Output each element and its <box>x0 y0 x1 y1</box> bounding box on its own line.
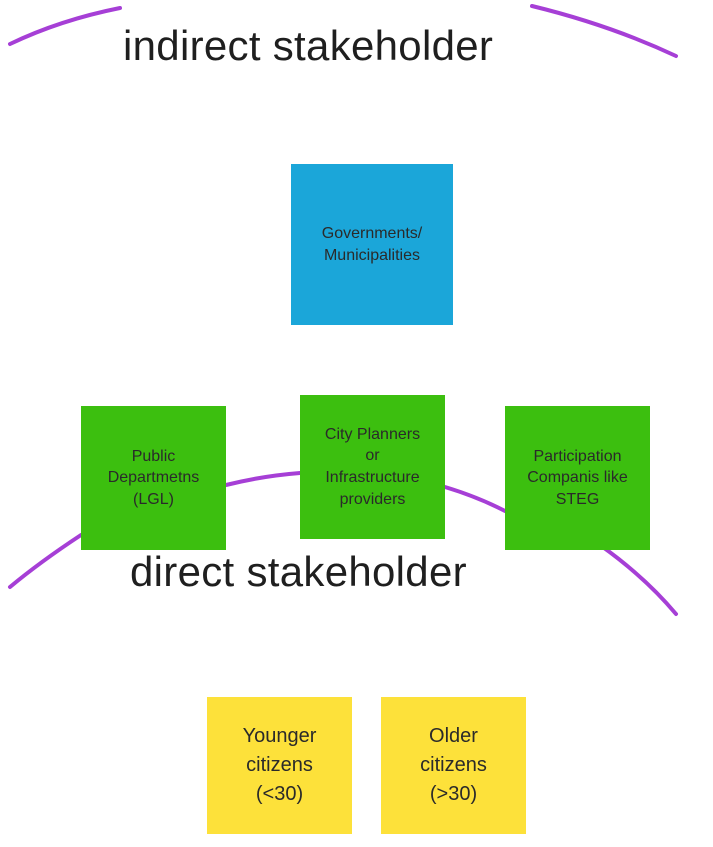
sticky-note-text: City Planners or Infrastructure provider… <box>324 425 421 508</box>
direct-stakeholder-ring-top-right <box>443 485 507 513</box>
direct-stakeholder-ring-top-left <box>224 471 302 487</box>
indirect-stakeholder-ring <box>8 6 122 46</box>
sticky-note-city-planners[interactable]: City Planners or Infrastructure provider… <box>300 395 445 539</box>
direct-stakeholder-ring-right <box>598 543 678 616</box>
direct-stakeholder-ring-left <box>8 533 83 589</box>
sticky-note-public-departments[interactable]: Public Departmetns (LGL) <box>81 406 226 550</box>
sticky-note-participation-companies[interactable]: Participation Companis like STEG <box>505 406 650 550</box>
sticky-note-text: Public Departmetns (LGL) <box>107 447 200 508</box>
sticky-note-younger-citizens[interactable]: Younger citizens (<30) <box>207 697 352 834</box>
sticky-note-older-citizens[interactable]: Older citizens (>30) <box>381 697 526 834</box>
sticky-note-text: Younger citizens (<30) <box>242 725 317 805</box>
direct-stakeholder-title: direct stakeholder <box>130 548 467 595</box>
indirect-stakeholder-ring-right <box>530 4 678 58</box>
sticky-note-text: Governments/ Municipalities <box>321 224 423 264</box>
sticky-note-text: Older citizens (>30) <box>420 725 487 805</box>
sticky-note-text: Participation Companis like STEG <box>527 447 628 508</box>
indirect-stakeholder-title: indirect stakeholder <box>123 22 494 69</box>
sticky-note-governments[interactable]: Governments/ Municipalities <box>291 164 453 325</box>
